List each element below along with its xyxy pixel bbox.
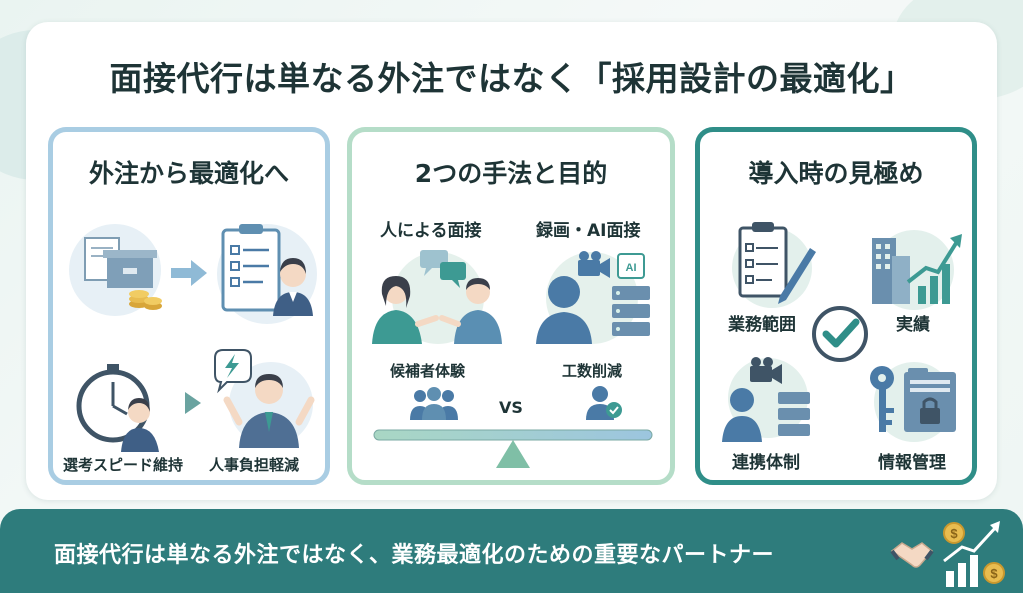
page-title: 面接代行は単なる外注ではなく「採用設計の最適化」 — [109, 59, 914, 98]
criterion-info-management: 情報管理 — [878, 453, 946, 473]
play-arrow-icon — [185, 392, 201, 414]
coin-dollar-text: $ — [950, 526, 958, 541]
handshake-icon — [890, 542, 934, 568]
method-human-label: 人による面接 — [380, 221, 482, 241]
criterion-track-record: 実績 — [896, 315, 930, 335]
coins-growth-icon: $ $ — [943, 521, 1005, 587]
person-camera-server-icon — [722, 357, 810, 442]
coin-dollar-text: $ — [990, 566, 998, 581]
video-ai-server-icon: AI — [536, 251, 650, 344]
document-box-coins-icon — [69, 224, 162, 316]
checklist-clipboard-person-icon — [217, 224, 317, 324]
stopwatch-person-icon — [76, 364, 159, 452]
person-check-icon — [586, 386, 622, 420]
happy-person-lightning-icon — [214, 349, 315, 448]
goal-effort-label: 工数削減 — [562, 362, 623, 380]
criterion-cooperation: 連携体制 — [732, 453, 800, 473]
arrow-right-icon — [171, 260, 207, 286]
method-recorded-label: 録画・AI面接 — [536, 221, 641, 241]
key-folder-lock-icon — [870, 362, 956, 442]
label-burden: 人事負担軽減 — [209, 456, 300, 474]
footer-banner: 面接代行は単なる外注ではなく、業務最適化のための重要なパートナー $ $ — [0, 509, 1023, 593]
panel-title: 導入時の見極め — [748, 159, 924, 188]
buildings-growth-chart-icon — [872, 230, 962, 310]
ai-chip-text: AI — [626, 262, 637, 274]
panel-methods: 2つの手法と目的 人による面接 録画・AI面接 AI 候補者体験 工数削減 — [347, 127, 675, 485]
clipboard-pen-icon — [732, 222, 816, 308]
panel-outsourcing: 外注から最適化へ — [48, 127, 330, 485]
interview-people-icon — [372, 250, 502, 344]
panel-title: 外注から最適化へ — [88, 159, 289, 188]
vs-label: VS — [499, 398, 523, 417]
criterion-scope: 業務範囲 — [728, 315, 796, 335]
group-people-icon — [410, 387, 458, 420]
balance-scale — [373, 429, 653, 468]
panel-title: 2つの手法と目的 — [414, 159, 608, 188]
label-speed: 選考スピード維持 — [63, 456, 184, 474]
goal-candidate-label: 候補者体験 — [390, 362, 466, 380]
panel-evaluation: 導入時の見極め 業務範囲 実績 — [695, 127, 977, 485]
checkmark-circle-icon — [812, 306, 868, 362]
footer-message: 面接代行は単なる外注ではなく、業務最適化のための重要なパートナー — [54, 543, 775, 568]
